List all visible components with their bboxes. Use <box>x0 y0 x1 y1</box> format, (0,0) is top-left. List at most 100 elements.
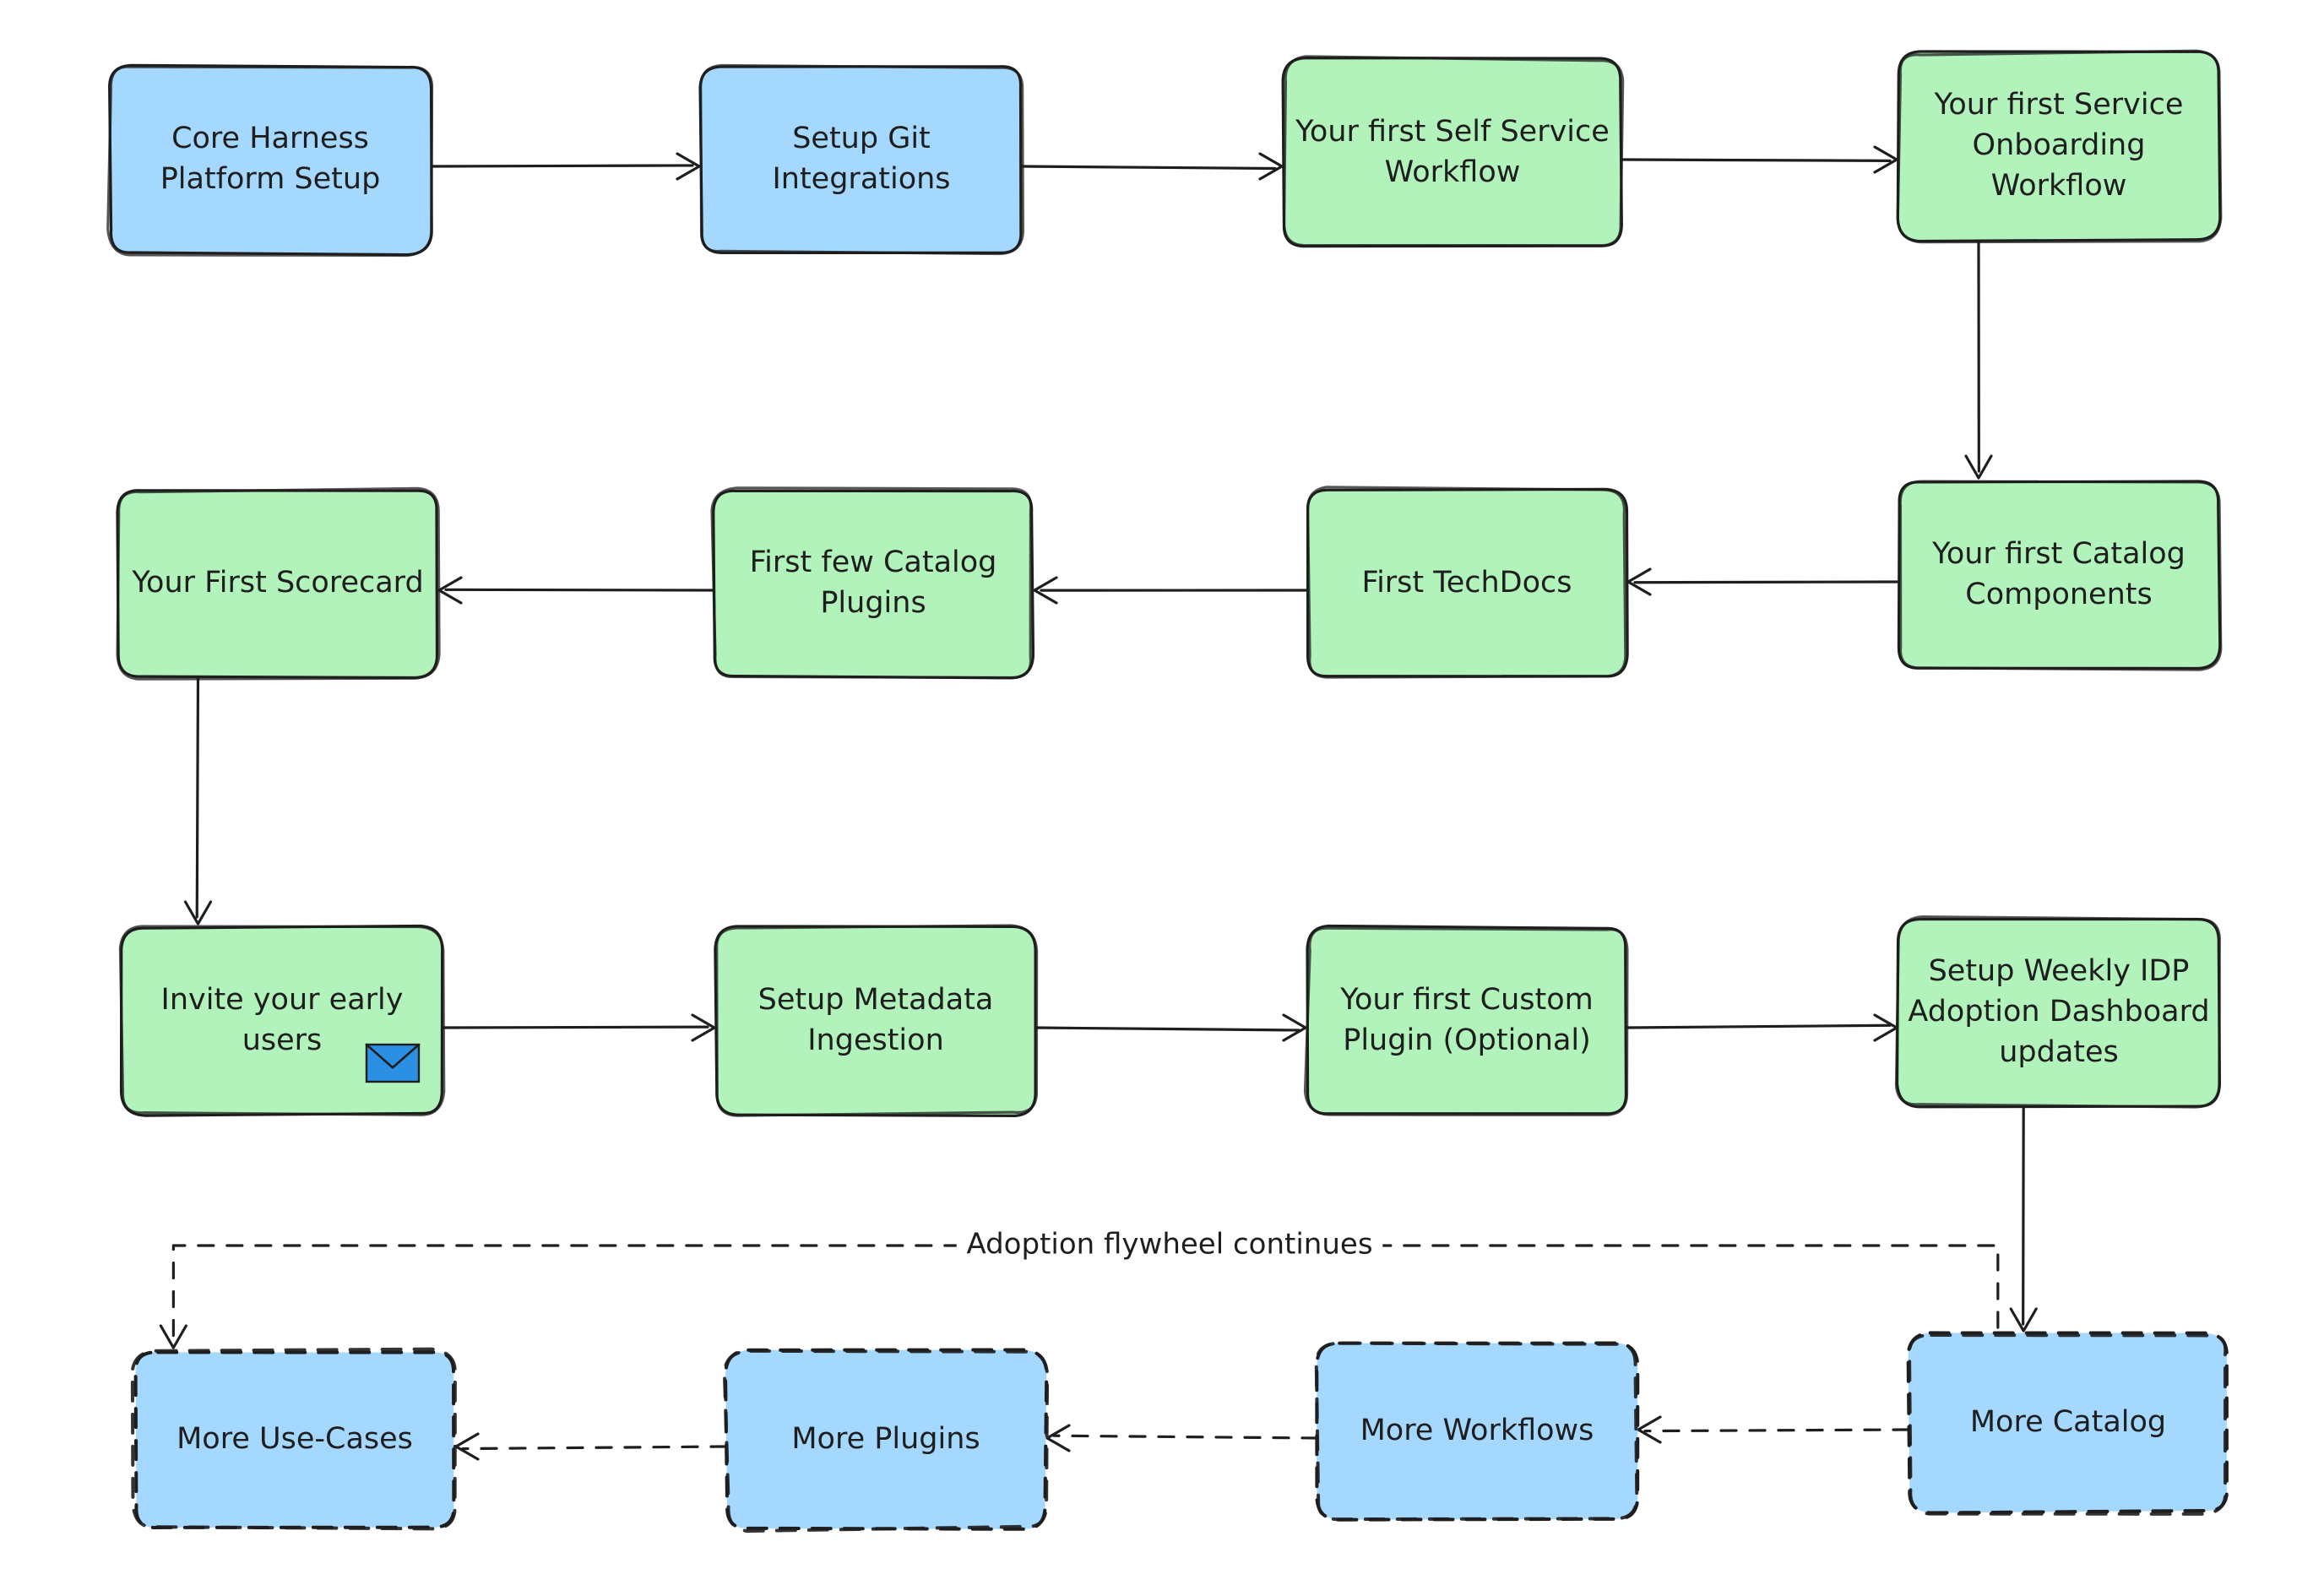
node-shape-sketch <box>715 924 1039 1117</box>
edge-e2 <box>1020 152 1284 181</box>
node-shape-sketch <box>1314 1341 1639 1522</box>
node-label-line: More Plugins <box>791 1422 980 1456</box>
edge-e12 <box>2009 1105 2038 1333</box>
edge-path <box>2022 1105 2025 1326</box>
node-shape <box>712 489 1035 680</box>
arrow-head <box>1045 1424 1071 1452</box>
edge-e10 <box>1034 1013 1307 1042</box>
edge-path <box>195 676 200 919</box>
edge-e3 <box>1620 145 1898 174</box>
node-label-line: Your First Scorecard <box>131 566 423 600</box>
node-shape-sketch <box>722 1349 1050 1534</box>
node-label-line: Ingestion <box>807 1023 944 1057</box>
node-shape-sketch <box>116 486 441 681</box>
edge-path <box>1052 1434 1319 1440</box>
node-more-catalog[interactable]: More Catalog <box>1906 1331 2229 1516</box>
arrow-head <box>1033 576 1058 605</box>
edge-e8 <box>183 676 213 926</box>
node-label-line: Workflow <box>1991 169 2127 203</box>
node-label-line: Your first Service <box>1934 88 2184 122</box>
node-your-first-scorecard[interactable]: Your First Scorecard <box>116 486 441 681</box>
arrow-head <box>1258 152 1284 181</box>
node-first-techdocs[interactable]: First TechDocs <box>1306 486 1629 679</box>
node-shape-sketch <box>1303 926 1629 1116</box>
node-label-line: Setup Git <box>792 122 931 155</box>
node-shape <box>1897 480 2222 670</box>
edge-e16 <box>159 1244 2000 1349</box>
node-shape <box>1306 924 1628 1116</box>
edge-label-backdrop <box>956 1224 1383 1268</box>
node-label-line: More Workflows <box>1360 1414 1594 1447</box>
node-shape <box>714 925 1037 1117</box>
node-more-use-cases[interactable]: More Use-Cases <box>130 1347 457 1531</box>
node-shape-sketch <box>699 63 1024 256</box>
envelope-icon <box>365 1043 421 1083</box>
arrow-head <box>2009 1307 2038 1333</box>
arrow-head <box>691 1013 716 1042</box>
edge-path <box>1034 1026 1300 1032</box>
edge-path <box>461 1445 728 1451</box>
arrow-head <box>183 900 213 926</box>
node-label-line: Integrations <box>772 162 950 196</box>
edge-e11 <box>1625 1013 1898 1042</box>
node-label-line: Onboarding <box>1973 128 2146 162</box>
node-label-line: First TechDocs <box>1361 566 1572 600</box>
arrow-head <box>159 1324 187 1349</box>
edge-path <box>1643 1428 1910 1433</box>
edge-path <box>1020 165 1277 171</box>
edge-path <box>171 1244 2000 1344</box>
node-more-plugins[interactable]: More Plugins <box>722 1348 1050 1534</box>
node-label-line: Setup Weekly IDP <box>1929 954 2190 988</box>
edge-e5 <box>1626 567 1900 596</box>
edges-layer <box>159 145 2038 1461</box>
edge-e15 <box>454 1432 728 1461</box>
arrow-head <box>1873 1013 1898 1042</box>
node-shape <box>698 65 1023 255</box>
edge-path <box>440 1025 709 1029</box>
node-more-workflows[interactable]: More Workflows <box>1314 1341 1640 1522</box>
node-shape-sketch <box>1306 486 1627 679</box>
node-label-line: Core Harness <box>171 122 369 155</box>
node-label-line: Your first Self Service <box>1295 115 1610 149</box>
node-label-line: users <box>242 1023 323 1057</box>
arrow-head <box>1637 1415 1662 1444</box>
node-shape-sketch <box>106 65 434 258</box>
edge-e7 <box>437 576 715 605</box>
node-label-line: First few Catalog <box>750 546 997 579</box>
node-label-line: Your first Custom <box>1339 983 1593 1017</box>
edge-e14 <box>1045 1424 1319 1452</box>
edge-labels-layer: Adoption flywheel continues <box>956 1224 1383 1268</box>
node-label-line: Workflow <box>1385 155 1521 189</box>
node-shape-sketch <box>118 925 446 1116</box>
node-label-line: Your first Catalog <box>1931 537 2186 571</box>
node-label-line: Plugins <box>820 586 926 620</box>
node-shape <box>119 924 444 1117</box>
edge-e4 <box>1964 238 1993 480</box>
node-invite-your-early-users[interactable]: Invite your early users <box>118 924 446 1117</box>
node-label-line: More Use-Cases <box>176 1422 413 1456</box>
node-shape <box>1281 57 1623 248</box>
node-shape <box>108 63 433 257</box>
node-label-line: Components <box>1965 578 2152 611</box>
node-label-line: updates <box>1999 1035 2119 1069</box>
edge-e6 <box>1033 576 1309 605</box>
node-shape-sketch <box>130 1347 457 1531</box>
edge-path <box>1625 1023 1892 1029</box>
node-shape-sketch <box>1896 49 2223 244</box>
node-label-line: Invite your early <box>161 983 404 1017</box>
arrow-head <box>1964 454 1993 480</box>
edge-path <box>1633 580 1900 584</box>
node-label-line: Platform Setup <box>160 162 381 196</box>
node-shape-sketch <box>1898 480 2223 671</box>
